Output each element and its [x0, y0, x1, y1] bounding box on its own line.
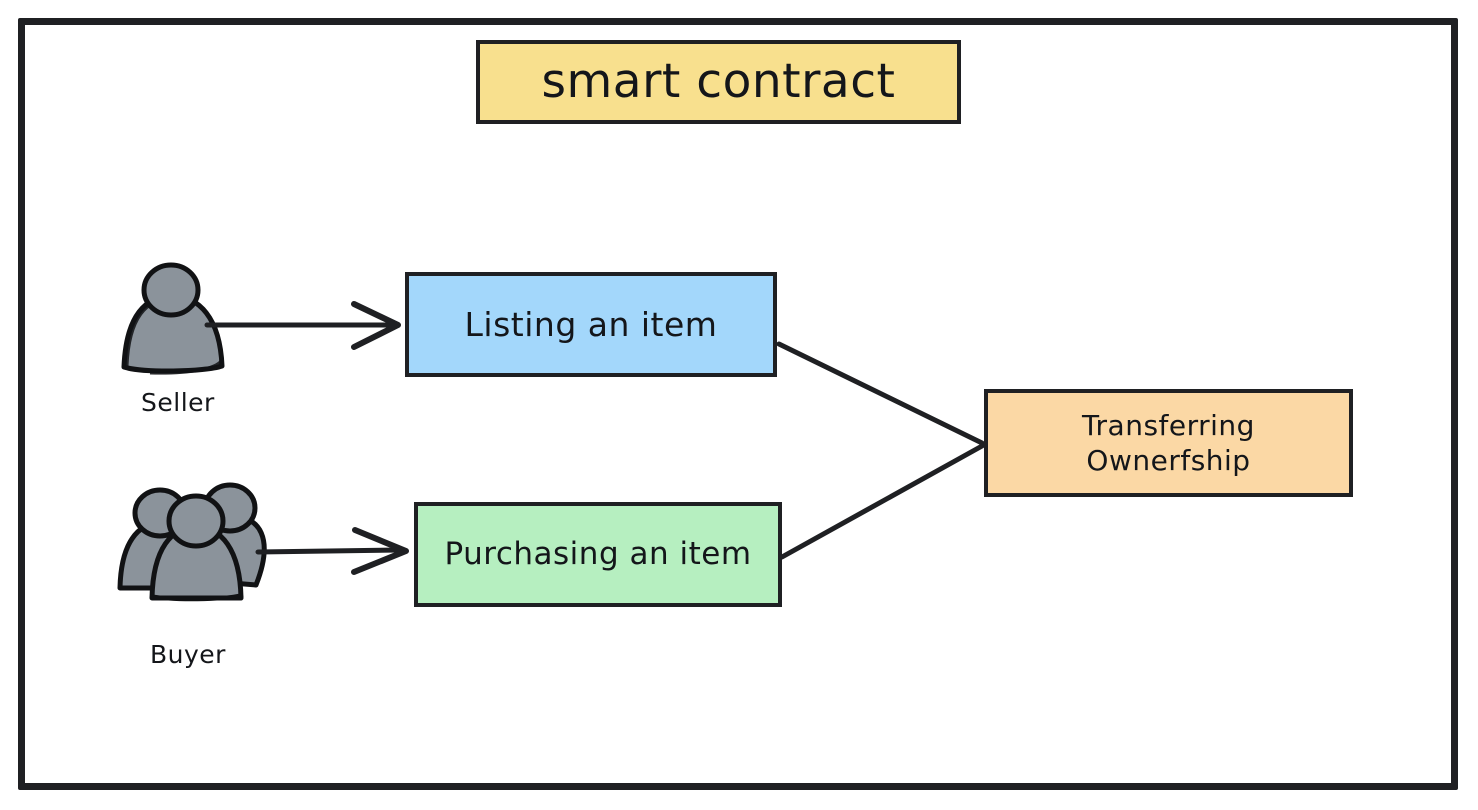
purchasing-an-item-box: Purchasing an item	[414, 502, 782, 607]
purchasing-an-item-label: Purchasing an item	[444, 536, 752, 573]
seller-label: Seller	[141, 388, 215, 417]
transferring-ownership-label-line2: Ownerfship	[1086, 444, 1251, 477]
buyer-label: Buyer	[150, 640, 226, 669]
diagram-frame	[18, 18, 1458, 790]
transferring-ownership-label: Transferring Ownerfship	[1082, 408, 1255, 478]
transferring-ownership-box: Transferring Ownerfship	[984, 389, 1353, 497]
listing-an-item-label: Listing an item	[464, 304, 718, 344]
smart-contract-title-label: smart contract	[541, 53, 896, 109]
transferring-ownership-label-line1: Transferring	[1082, 409, 1255, 442]
smart-contract-title-box: smart contract	[476, 40, 961, 124]
listing-an-item-box: Listing an item	[405, 272, 777, 377]
